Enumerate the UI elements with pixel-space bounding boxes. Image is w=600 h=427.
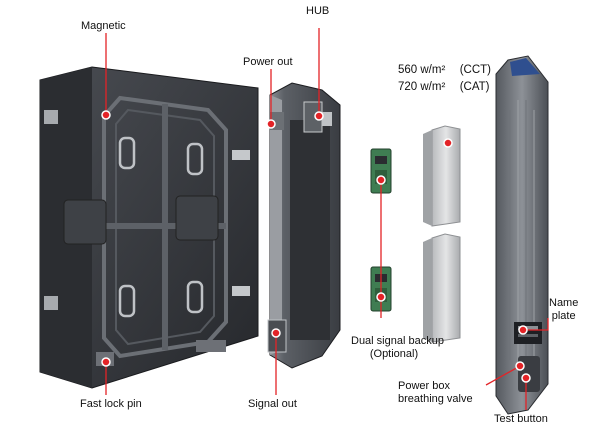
label-power-box-line2: breathing valve bbox=[398, 393, 473, 405]
label-dual-signal-backup: Dual signal backup (Optional) bbox=[351, 335, 444, 361]
label-signal-out: Signal out bbox=[248, 398, 297, 410]
label-hub: HUB bbox=[306, 5, 330, 17]
power-density-value-cct: 560 w/m² bbox=[398, 64, 446, 76]
callout-dot-icon bbox=[376, 175, 386, 185]
callout-dot-icon bbox=[376, 292, 386, 302]
label-dual-signal-backup-line1: Dual signal backup bbox=[351, 335, 444, 347]
label-name-plate-line1: Name bbox=[549, 297, 579, 309]
label-optional: (Optional) bbox=[369, 348, 419, 360]
label-power-out: Power out bbox=[243, 56, 293, 68]
callout-dot-icon bbox=[443, 138, 453, 148]
cabinet-side-profile bbox=[495, 55, 549, 415]
label-power-box-breathing-valve: Power box breathing valve bbox=[398, 380, 473, 406]
callout-lines bbox=[105, 28, 549, 410]
power-supply-bottom bbox=[423, 233, 461, 343]
callout-dot-icon bbox=[101, 110, 111, 120]
callout-dots bbox=[101, 110, 531, 383]
label-magnetic: Magnetic bbox=[81, 20, 126, 32]
label-name-plate-line2: plate bbox=[551, 310, 576, 322]
callout-dot-icon bbox=[266, 119, 276, 129]
callout-dot-icon bbox=[521, 373, 531, 383]
power-density-spec: 560 w/m² (CCT) 720 w/m² (CAT) bbox=[398, 62, 491, 96]
callout-dot-icon bbox=[518, 325, 528, 335]
callout-dot-icon bbox=[101, 357, 111, 367]
power-supply-top bbox=[423, 125, 461, 227]
callout-dot-icon bbox=[314, 111, 324, 121]
power-density-row-cat: 720 w/m² (CAT) bbox=[398, 79, 491, 96]
callout-dot-icon bbox=[271, 328, 281, 338]
power-density-type-cct: (CCT) bbox=[459, 64, 491, 76]
cabinet-back bbox=[39, 66, 259, 389]
power-density-type-cat: (CAT) bbox=[459, 81, 490, 93]
label-power-box-line1: Power box bbox=[398, 380, 450, 392]
label-name-plate: Name plate bbox=[549, 297, 578, 323]
label-fast-lock-pin: Fast lock pin bbox=[80, 398, 142, 410]
power-density-row-cct: 560 w/m² (CCT) bbox=[398, 62, 491, 79]
power-density-value-cat: 720 w/m² bbox=[398, 81, 446, 93]
label-test-button: Test button bbox=[494, 413, 548, 425]
leader-breathing bbox=[485, 365, 521, 386]
callout-dot-icon bbox=[515, 361, 525, 371]
hub-module bbox=[267, 82, 341, 369]
leader-name-plate bbox=[523, 318, 549, 331]
